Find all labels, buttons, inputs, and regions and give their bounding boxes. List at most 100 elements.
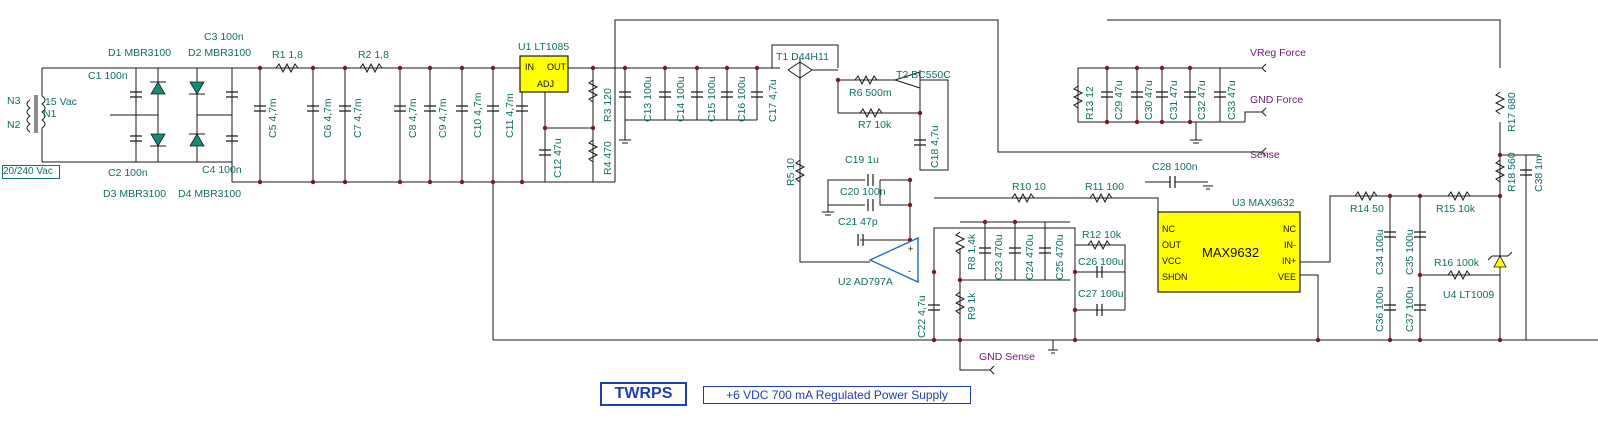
transformer-n2-label: N2 (7, 119, 21, 131)
reference-section: R14 50 R15 10k R16 100k C34 100u C35 100… (1350, 91, 1545, 332)
c33-label: C33 47u (1226, 80, 1238, 120)
u4-label: U4 LT1009 (1443, 289, 1494, 301)
c21-label: C21 47p (838, 216, 878, 228)
r2-label: R2 1,8 (358, 49, 389, 61)
c4-label: C4 100n (202, 164, 242, 176)
u3-pin-nc-right: NC (1283, 224, 1296, 234)
r5-label: R5 10 (785, 158, 797, 186)
r18-label: R18 560 (1506, 152, 1518, 192)
u1-regulator: IN OUT ADJ U1 LT1085 R3 120 R4 470 C12 4… (518, 41, 614, 178)
r1-label: R1 1,8 (272, 49, 303, 61)
u3-pin-vcc: VCC (1162, 256, 1182, 266)
transformer: N3 N2 N1 15 Vac (7, 68, 77, 162)
subtitle-badge: +6 VDC 700 mA Regulated Power Supply (703, 386, 971, 404)
diode-d3 (150, 133, 166, 147)
t1-label: T1 D44H11 (776, 51, 829, 63)
r12-label: R12 10k (1082, 229, 1122, 241)
net-sense: Sense (1250, 149, 1280, 161)
r3-label: R3 120 (602, 88, 614, 122)
r7-label: R7 10k (858, 119, 892, 131)
c24-label: C24 470u (1024, 234, 1036, 280)
c8-label: C8 4,7m (407, 98, 419, 138)
r11-label: R11 100 (1085, 181, 1124, 193)
c13-label: C13 100u (642, 76, 654, 122)
c37-label: C37 100u (1404, 286, 1416, 332)
c31-label: C31 47u (1168, 80, 1180, 120)
c36-label: C36 100u (1374, 286, 1386, 332)
c25-label: C25 470u (1054, 234, 1066, 280)
u3-amplifier: MAX9632 U3 MAX9632 NC OUT VCC SHDN NC IN… (1157, 197, 1301, 293)
wires (42, 19, 1598, 341)
sense-network: R10 10 R11 100 C22 4,7u R8 1,4k R9 1k C2… (916, 161, 1213, 354)
r16-label: R16 100k (1434, 257, 1480, 269)
c11-label: C11 4,7m (504, 93, 516, 138)
u2-minus-pin: - (908, 266, 911, 276)
c12-label: C12 47u (552, 138, 564, 178)
c26-label: C26 100u (1078, 256, 1124, 268)
c29-label: C29 47u (1113, 80, 1125, 120)
u3-pin-vee: VEE (1278, 272, 1296, 282)
u2-plus-pin: + (908, 244, 913, 254)
diode-d1 (150, 81, 166, 95)
u3-label: U3 MAX9632 (1232, 197, 1295, 209)
r6-label: R6 500m (849, 87, 892, 99)
u1-body (519, 55, 569, 93)
d1-label: D1 MBR3100 (108, 47, 171, 59)
c28-label: C28 100n (1152, 161, 1198, 173)
u3-pin-in-plus: IN+ (1282, 256, 1296, 266)
c32-label: C32 47u (1196, 80, 1208, 120)
junction-dots (257, 65, 1503, 343)
transformer-n3-label: N3 (7, 95, 21, 107)
u2-label: U2 AD797A (838, 276, 893, 288)
c5-label: C5 4,7m (267, 98, 279, 138)
r4-label: R4 470 (602, 141, 614, 175)
u3-body (1157, 211, 1301, 293)
c17-label: C17 4,7u (767, 79, 779, 122)
u1-out-pin: OUT (547, 62, 567, 72)
c15-label: C15 100u (706, 76, 718, 122)
net-labels: VReg Force GND Force Sense GND Sense (959, 47, 1306, 375)
diode-d4 (189, 133, 205, 147)
c34-label: C34 100u (1374, 229, 1386, 275)
r10-label: R10 10 (1012, 181, 1046, 193)
u1-in-pin: IN (525, 62, 534, 72)
c30-label: C30 47u (1143, 80, 1155, 120)
c2-label: C2 100n (108, 167, 148, 179)
diode-d2 (189, 81, 205, 95)
input-voltage-label: 20/240 Vac (2, 165, 60, 179)
diode-bridge: D1 MBR3100 D2 MBR3100 D3 MBR3100 D4 MBR3… (88, 31, 251, 200)
c18-label: C18 4,7u (929, 125, 941, 168)
vreg-force-caps: R13 12 C29 47u C30 47u C31 47u C32 47u C… (1072, 80, 1238, 144)
transformer-secondary-label: 15 Vac (45, 96, 77, 108)
u3-name: MAX9632 (1202, 245, 1259, 260)
u4-zener (1493, 255, 1507, 268)
u2-opamp: + - U2 AD797A C19 1u C20 100n C21 47p (822, 154, 919, 288)
net-gnd-sense: GND Sense (979, 351, 1035, 363)
c1-label: C1 100n (88, 70, 128, 82)
d3-label: D3 MBR3100 (103, 188, 166, 200)
u3-pin-shdn: SHDN (1162, 272, 1188, 282)
c9-label: C9 4,7m (437, 98, 449, 138)
t2-label: T2 BC550C (896, 69, 951, 81)
net-vreg-force: VReg Force (1250, 47, 1306, 59)
u2-body (868, 236, 919, 284)
c10-label: C10 4,7m (472, 92, 484, 138)
c22-label: C22 4,7u (916, 295, 928, 338)
title-badge: TWRPS (600, 382, 687, 406)
net-gnd-force: GND Force (1250, 94, 1303, 106)
r9-label: R9 1k (966, 292, 978, 320)
d2-label: D2 MBR3100 (188, 47, 251, 59)
c38-label: C38 1m (1533, 155, 1545, 192)
u3-pin-nc-left: NC (1162, 224, 1175, 234)
filter-section: R1 1,8 R2 1,8 C5 4,7m C6 4,7m C7 4,7m C8… (254, 49, 528, 138)
d4-label: D4 MBR3100 (178, 188, 241, 200)
r13-label: R13 12 (1084, 86, 1096, 120)
u1-label: U1 LT1085 (518, 41, 569, 53)
c6-label: C6 4,7m (322, 98, 334, 138)
c23-label: C23 470u (993, 234, 1005, 280)
output-caps: C13 100u C14 100u C15 100u C16 100u C17 … (619, 76, 779, 144)
c19-label: C19 1u (845, 154, 879, 166)
r17-label: R17 680 (1506, 92, 1518, 132)
u3-pin-in-minus: IN- (1284, 240, 1296, 250)
